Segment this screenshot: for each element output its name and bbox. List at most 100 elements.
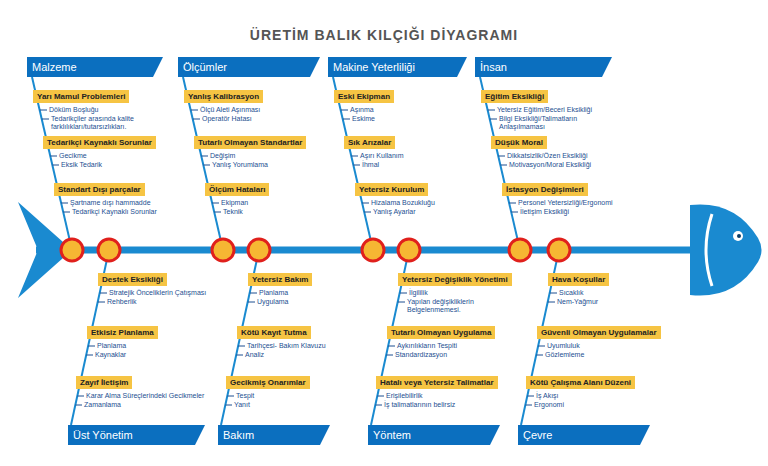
sub-cause: Nem-Yağmur <box>557 298 598 306</box>
sub-cause: Planlama <box>259 289 288 297</box>
sub-tick <box>77 396 84 397</box>
sub-cause: Eskime <box>352 115 375 123</box>
sub-tick <box>248 302 255 303</box>
sub-cause: Operatör Hatası <box>202 115 252 123</box>
bone-joint <box>98 239 120 261</box>
fish-gill <box>706 214 712 286</box>
sub-tick <box>509 203 516 204</box>
category-band: Bakım <box>218 425 330 445</box>
sub-tick <box>40 110 47 111</box>
cause-box: Standart Dışı parçalar <box>54 183 145 196</box>
cause-box: Yetersiz Bakım <box>248 273 312 286</box>
sub-cause: Gözlemleme <box>545 351 584 359</box>
sub-tick <box>490 119 497 120</box>
category-band: Ölçümler <box>178 57 320 77</box>
category-label: Makine Yeterliliği <box>328 57 467 77</box>
sub-cause: Standardizasyon <box>395 351 447 359</box>
category-label: İnsan <box>475 57 612 77</box>
cause-box: Hava Koşullar <box>548 273 609 286</box>
sub-cause: Rehberlik <box>107 298 137 306</box>
sub-cause: Aşınma <box>350 106 374 114</box>
cause-label: Yanlış Kalibrasyon <box>188 91 259 102</box>
sub-tick <box>250 293 257 294</box>
sub-cause: Yetersiz Eğitim/Beceri Eksikliği <box>497 106 592 114</box>
sub-tick <box>86 355 93 356</box>
sub-cause: Eksik Tedarik <box>61 161 102 169</box>
sub-tick <box>236 355 243 356</box>
cause-box: Tedarikçi Kaynaklı Sorunlar <box>43 136 156 149</box>
cause-label: Eski Ekipman <box>338 91 390 102</box>
sub-tick <box>52 165 59 166</box>
cause-label: Tutarlı Olmayan Uygulama <box>391 327 491 338</box>
bone-joint <box>212 239 234 261</box>
sub-cause: Değişim <box>210 152 235 160</box>
sub-tick <box>538 346 545 347</box>
cause-box: İstasyon Değişimleri <box>502 183 588 196</box>
cause-box: Yanlış Kalibrasyon <box>184 90 263 103</box>
cause-label: Yarı Mamul Problemleri <box>37 91 125 102</box>
sub-tick <box>193 119 200 120</box>
sub-cause: İletişim Eksikliği <box>520 208 569 216</box>
cause-box: Güvenli Olmayan Uygulamalar <box>537 326 661 339</box>
category-label: Ölçümler <box>178 57 320 77</box>
bone-joint <box>61 239 83 261</box>
bone-joint <box>362 239 384 261</box>
sub-cause: Gecikme <box>59 152 87 160</box>
cause-label: Sık Arızalar <box>348 137 391 148</box>
category-band: Malzeme <box>27 57 163 77</box>
cause-label: Eğitim Eksikliği <box>485 91 544 102</box>
sub-tick <box>227 396 234 397</box>
bone-joint <box>509 239 531 261</box>
sub-tick <box>548 302 555 303</box>
sub-cause: Tedarikçiler arasında kalite farklılıkla… <box>51 115 173 131</box>
category-band: Yöntem <box>368 425 500 445</box>
sub-cause: Erişilebilirlik <box>386 392 423 400</box>
sub-cause: İlgililik <box>409 289 428 297</box>
bone-joint <box>398 239 420 261</box>
fish-eye <box>733 231 743 241</box>
cause-box: Eğitim Eksikliği <box>481 90 548 103</box>
cause-label: İstasyon Değişimleri <box>506 184 584 195</box>
sub-cause: Ergonomi <box>534 401 564 409</box>
sub-cause: Stratejik Önceliklerin Çatışması <box>109 289 206 297</box>
bones-layer <box>32 77 570 425</box>
sub-tick <box>398 302 405 303</box>
cause-label: Gecikmiş Onarımlar <box>230 377 306 388</box>
sub-tick <box>50 156 57 157</box>
sub-cause: Aykırılıkların Tespiti <box>397 342 457 350</box>
sub-cause: Tedarikçi Kaynaklı Sorunlar <box>72 208 157 216</box>
cause-box: Düşük Moral <box>491 136 547 149</box>
sub-tick <box>61 203 68 204</box>
sub-cause: Yanıt <box>234 401 250 409</box>
cause-box: Zayıf İletişim <box>76 376 132 389</box>
cause-label: Destek Eksikliği <box>102 274 163 285</box>
sub-cause: Dikkatsizlik/Özen Eksikliği <box>507 152 588 160</box>
sub-cause: Döküm Boşluğu <box>49 106 98 114</box>
diagram-title: ÜRETİM BALIK KILÇIĞI DİYAGRAMI <box>0 27 768 43</box>
sub-cause: Şartname dışı hammadde <box>70 199 151 207</box>
sub-tick <box>511 212 518 213</box>
sub-tick <box>362 203 369 204</box>
cause-box: Sık Arızalar <box>344 136 395 149</box>
sub-cause: İş talimatlarının belirsiz <box>384 401 455 409</box>
cause-label: Kötü Kayıt Tutma <box>241 327 307 338</box>
cause-box: Destek Eksikliği <box>98 273 167 286</box>
sub-tick <box>63 212 70 213</box>
sub-cause: Karar Alma Süreçlerindeki Gecikmeler <box>86 392 204 400</box>
fish-head <box>690 204 762 295</box>
sub-cause: Ölçü Aleti Aşınması <box>200 106 260 114</box>
category-label: Bakım <box>218 425 330 445</box>
sub-tick <box>536 355 543 356</box>
category-label: Malzeme <box>27 57 163 77</box>
bone-joint <box>248 239 270 261</box>
sub-tick <box>525 405 532 406</box>
sub-tick <box>500 165 507 166</box>
fish-pupil <box>737 234 741 238</box>
cause-box: Etkisiz Planlama <box>87 326 158 339</box>
sub-tick <box>377 396 384 397</box>
sub-tick <box>364 212 371 213</box>
cause-label: Düşük Moral <box>495 137 543 148</box>
sub-cause: Uyumluluk <box>547 342 580 350</box>
sub-cause: Ekipman <box>221 199 248 207</box>
